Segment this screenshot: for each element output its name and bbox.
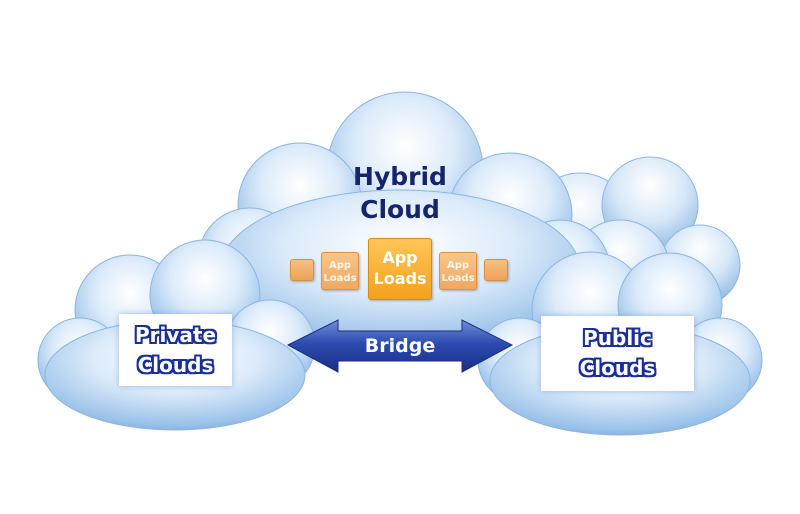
app-load-tile-center: App Loads <box>368 238 432 300</box>
tile-left-line-2: Loads <box>323 273 357 284</box>
app-load-tile-small-right <box>484 259 508 281</box>
tile-right-line-1: App <box>446 260 470 271</box>
private-line-2: Clouds <box>137 353 214 377</box>
bridge-label: Bridge <box>364 335 436 357</box>
tile-center-line-1: App <box>382 248 418 267</box>
title-line-2: Cloud <box>360 195 440 224</box>
bridge-arrow <box>286 319 514 373</box>
app-load-tile-small-left <box>290 259 314 281</box>
app-load-tile-left: App Loads <box>321 252 359 290</box>
private-clouds-label: Private Clouds <box>119 314 232 386</box>
public-clouds-label: Public Clouds <box>541 316 694 391</box>
tile-center-line-2: Loads <box>373 269 427 288</box>
tile-right-line-2: Loads <box>441 273 475 284</box>
title-line-1: Hybrid <box>353 162 447 191</box>
private-line-1: Private <box>134 323 217 347</box>
app-load-tile-right: App Loads <box>439 252 477 290</box>
public-line-2: Clouds <box>579 356 656 380</box>
hybrid-cloud-title: Hybrid Cloud <box>300 160 500 226</box>
tile-left-line-1: App <box>328 260 352 271</box>
public-line-1: Public <box>583 326 652 350</box>
